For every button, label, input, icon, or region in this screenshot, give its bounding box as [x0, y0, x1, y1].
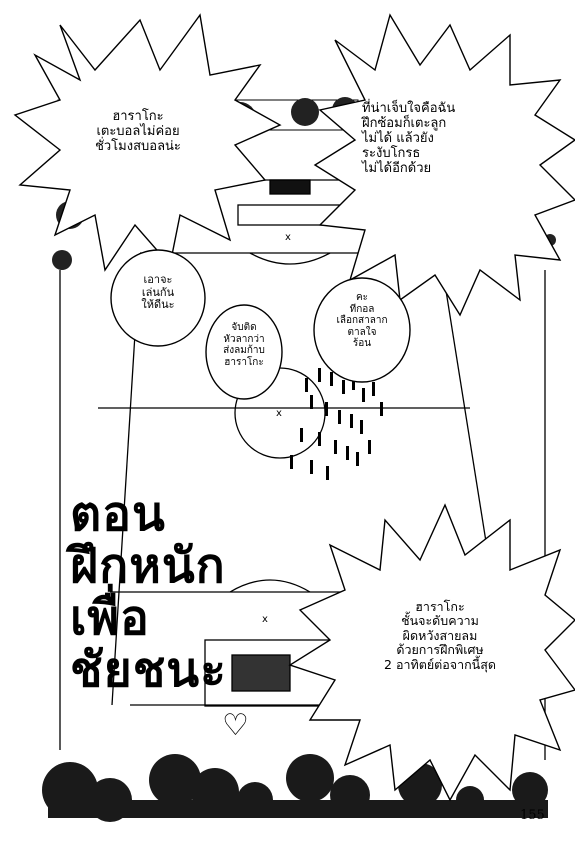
bubble-line: ไม่ได้ แล้วยัง — [362, 130, 434, 146]
chapter-title-line: ตอน — [70, 486, 166, 542]
players-crowd — [290, 368, 383, 480]
bubble-line: ชั่วโมงสบอลน่ะ — [95, 138, 181, 154]
bubble-line: ระงับโกรธ — [362, 145, 421, 161]
bubble-line: ให้ดีนะ — [141, 298, 175, 312]
bubble-shapes — [13, 13, 575, 802]
bubble-line: จับติด — [231, 322, 257, 333]
bubble-line: เอาจะ — [143, 273, 173, 286]
bubble-line: ฮาราโกะ — [224, 356, 264, 368]
bubble-small-left-shape — [110, 249, 206, 347]
bubble-line: ที่น่าเจ็บใจคือฉัน — [362, 101, 456, 116]
bubble-line: ตาลใจ — [347, 326, 377, 338]
bubble-small-center-shape — [205, 304, 283, 400]
bubble-small-right-text: คะ ทีกอล เลือกสาลาก ตาลใจ ร้อน — [320, 292, 404, 350]
bottom-trees — [42, 754, 548, 822]
bubble-line: ฝึกซ้อมก็เตะลูก — [362, 115, 447, 131]
bubble-line: 2 อาทิตย์ต่อจากนี้สุด — [384, 656, 496, 672]
svg-text:x: x — [262, 614, 268, 625]
svg-text:x: x — [276, 408, 282, 419]
bubble-top-left-shape — [13, 13, 282, 272]
chapter-title-line: ชัยชนะ — [70, 642, 227, 698]
bubble-small-left-text: เอาจะ เล่นกัน ให้ดีนะ — [122, 273, 194, 312]
bubble-bottom-right-shape — [288, 503, 575, 802]
bubble-line: ส่งลมก้าบ — [223, 345, 265, 356]
bubble-line: หัวลากว่า — [223, 333, 265, 345]
bubble-top-left-text: ฮาราโกะ เตะบอลไม่ค่อย ชั่วโมงสบอลน่ะ — [78, 109, 198, 155]
bubble-line: ร้อน — [352, 338, 372, 349]
field-marks: x x x — [262, 232, 291, 625]
heart-icon: ♡ — [222, 708, 249, 743]
bubble-line: คะ — [355, 292, 369, 303]
bubble-line: เล่นกัน — [141, 285, 175, 299]
bubble-line: เลือกสาลาก — [336, 315, 388, 326]
chapter-title: ตอน ฝึกหนัก เพื่อ ชัยชนะ — [70, 488, 227, 696]
bubble-line: ด้วยการฝึกพิเศษ — [396, 642, 484, 658]
svg-text:x: x — [285, 232, 291, 243]
bubble-top-right-shape — [313, 13, 575, 317]
bubble-line: ชั้นจะดับความ — [401, 613, 479, 629]
bubble-line: ฮาราโกะ — [112, 109, 164, 124]
chapter-title-line: ฝึกหนัก — [70, 538, 226, 594]
chapter-title-line: เพื่อ — [70, 590, 150, 646]
bubble-bottom-right-text: ฮาราโกะ ชั้นจะดับความ ผิดหวังสายลม ด้วยก… — [350, 599, 530, 672]
bubble-line: เตะบอลไม่ค่อย — [96, 123, 180, 139]
bubble-top-right-text: ที่น่าเจ็บใจคือฉัน ฝึกซ้อมก็เตะลูก ไม่ได… — [362, 101, 540, 177]
bubble-small-right-shape — [313, 277, 411, 383]
page-number: 155 — [520, 808, 545, 823]
bubble-line: ทีกอล — [349, 303, 375, 315]
bubble-line: ผิดหวังสายลม — [402, 627, 478, 643]
bubble-line: ฮาราโกะ — [415, 599, 465, 614]
bubble-line: ไม่ได้อีกด้วย — [362, 160, 432, 176]
bubble-small-center-text: จับติด หัวลากว่า ส่งลมก้าบ ฮาราโกะ — [208, 322, 280, 368]
